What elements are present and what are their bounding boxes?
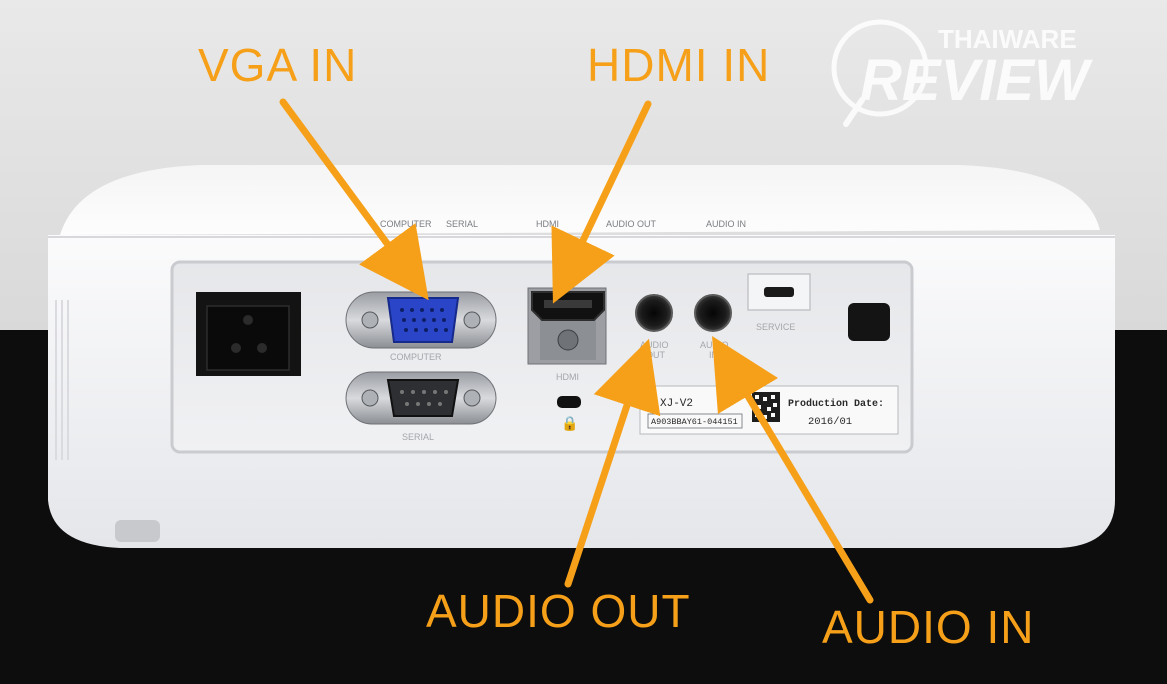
audio-in-label-line1: AUDIO: [700, 340, 729, 350]
hdmi-in-callout: HDMI IN: [587, 39, 771, 91]
thaiware-review-watermark: THAIWARE REVIEW: [831, 19, 1093, 127]
sticker-serial: A903BBAY61-044151: [651, 417, 738, 427]
power-inlet[interactable]: [196, 292, 301, 376]
ir-sensor: [848, 303, 890, 341]
top-label-serial: SERIAL: [446, 219, 478, 229]
service-usb-port[interactable]: [764, 287, 794, 297]
audio-in-callout-arrow: [712, 335, 874, 604]
magnifier-logo-icon: [831, 19, 929, 117]
top-label-audio-in: AUDIO IN: [706, 219, 746, 229]
vga-in-callout: VGA IN: [198, 39, 358, 91]
top-label-hdmi: HDMI: [536, 219, 559, 229]
security-lock-slot[interactable]: [557, 396, 581, 408]
serial-port-label: SERIAL: [402, 432, 434, 442]
sticker-model: XJ-V2: [660, 398, 693, 410]
service-port-label: SERVICE: [756, 322, 795, 332]
vga-callout-arrow: [279, 98, 429, 301]
audio-out-label-line1: AUDIO: [640, 340, 669, 350]
audio-out-jack[interactable]: [635, 294, 673, 332]
sticker-production-date: 2016/01: [808, 416, 852, 428]
vga-port[interactable]: [345, 291, 497, 349]
vga-port-label: COMPUTER: [390, 352, 442, 362]
audio-in-jack[interactable]: [694, 294, 732, 332]
watermark-brand-top: THAIWARE: [938, 24, 1077, 54]
top-label-computer: COMPUTER: [380, 219, 432, 229]
hdmi-port[interactable]: [527, 287, 607, 365]
lock-icon: 🔒: [561, 416, 578, 432]
sticker-production-label: Production Date:: [788, 398, 884, 410]
side-vent: [55, 300, 69, 460]
watermark-brand-main: REVIEW: [860, 48, 1093, 113]
serial-port[interactable]: [345, 371, 497, 425]
audio-in-label-line2: IN: [709, 350, 718, 360]
audio-out-label-line2: OUT: [646, 350, 666, 360]
audio-out-callout-arrow: [564, 338, 661, 588]
audio-in-callout: AUDIO IN: [822, 601, 1035, 653]
audio-out-callout: AUDIO OUT: [426, 585, 691, 637]
top-label-audio-out: AUDIO OUT: [606, 219, 657, 229]
hdmi-port-label: HDMI: [556, 372, 579, 382]
hdmi-callout-arrow: [551, 100, 652, 304]
